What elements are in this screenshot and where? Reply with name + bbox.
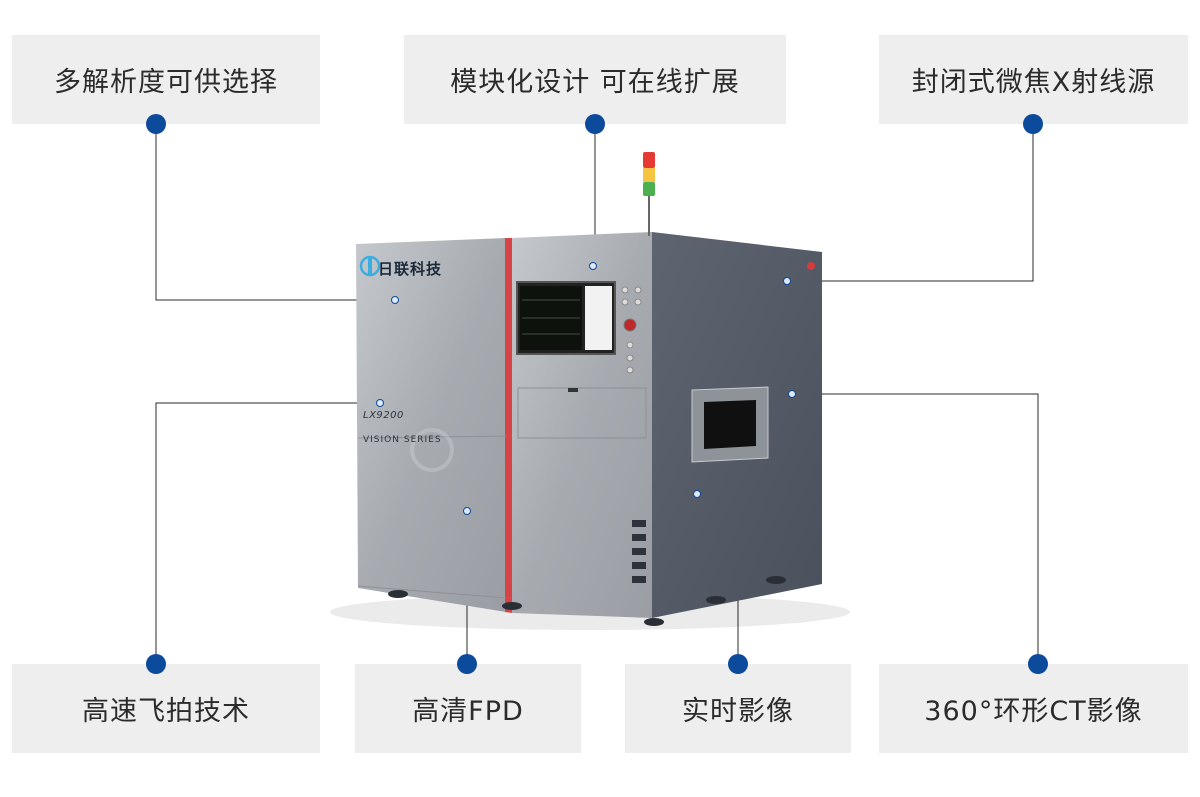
feature-label-modular: 模块化设计 可在线扩展 (404, 35, 786, 124)
anchor-flying-shot (376, 399, 384, 407)
indicator-light-icon (807, 262, 815, 270)
machine-brand: 日联科技 (378, 260, 443, 278)
connector-flying-shot (155, 402, 380, 664)
lower-door (517, 387, 647, 439)
dot-realtime (728, 654, 748, 674)
connector-ct (792, 393, 1039, 664)
connector-xray-source (787, 124, 1034, 282)
front-left-panel (356, 238, 506, 612)
feature-label-ct: 360°环形CT影像 (879, 664, 1188, 753)
anchor-resolution (391, 296, 399, 304)
feature-label-resolution: 多解析度可供选择 (12, 35, 320, 124)
dot-modular (585, 114, 605, 134)
feature-label-xray-source: 封闭式微焦X射线源 (879, 35, 1188, 124)
feature-label-flying-shot: 高速飞拍技术 (12, 664, 320, 753)
anchor-xray-source (783, 277, 791, 285)
company-logo-icon (359, 255, 381, 277)
anchor-modular (589, 262, 597, 270)
dot-fpd (457, 654, 477, 674)
anchor-ct (788, 390, 796, 398)
anchor-fpd (463, 507, 471, 515)
feature-label-realtime: 实时影像 (625, 664, 851, 753)
dot-resolution (146, 114, 166, 134)
machine-model: LX9200 (363, 410, 404, 421)
signal-tower-yellow (643, 168, 655, 182)
emergency-stop-icon (623, 318, 637, 332)
dot-ct (1028, 654, 1048, 674)
dot-xray-source (1023, 114, 1043, 134)
signal-tower-red (643, 152, 655, 168)
signal-tower-green (643, 182, 655, 196)
machine-series: VISION SERIES (363, 435, 442, 445)
feature-label-fpd: 高清FPD (355, 664, 581, 753)
dot-flying-shot (146, 654, 166, 674)
connector-resolution (155, 124, 395, 301)
watermark-logo-icon (410, 428, 454, 472)
red-stripe (505, 238, 512, 613)
anchor-realtime (693, 490, 701, 498)
